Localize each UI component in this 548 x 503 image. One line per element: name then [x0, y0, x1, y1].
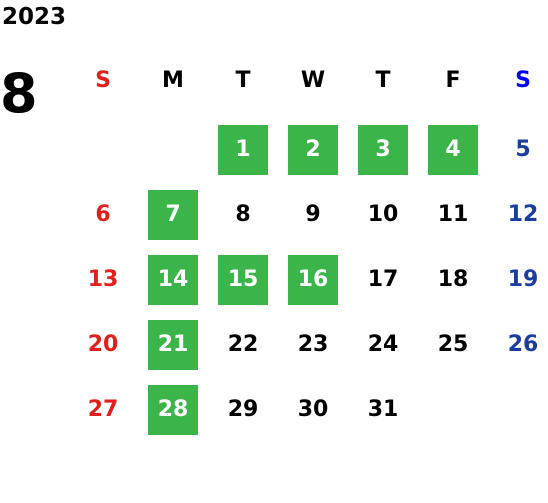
day-cell-highlighted[interactable]: 4 [428, 125, 478, 175]
day-cell[interactable]: 6 [95, 202, 111, 227]
day-cell[interactable]: 30 [297, 397, 329, 422]
day-cell[interactable]: 23 [297, 332, 329, 357]
day-cell-highlighted[interactable]: 3 [358, 125, 408, 175]
weekday-header: T [375, 68, 391, 93]
day-cell-highlighted[interactable]: 2 [288, 125, 338, 175]
day-cell-highlighted[interactable]: 21 [148, 320, 198, 370]
year-label: 2023 [2, 4, 67, 30]
month-number: 8 [0, 62, 38, 125]
day-cell-highlighted[interactable]: 15 [218, 255, 268, 305]
day-cell[interactable]: 13 [87, 267, 119, 292]
day-cell[interactable]: 9 [305, 202, 321, 227]
weekday-header: S [95, 68, 111, 93]
day-cell-highlighted[interactable]: 1 [218, 125, 268, 175]
day-cell[interactable]: 20 [87, 332, 119, 357]
weekday-header: W [300, 68, 326, 93]
day-cell[interactable]: 12 [507, 202, 539, 227]
day-cell[interactable]: 10 [367, 202, 399, 227]
day-cell[interactable]: 18 [437, 267, 469, 292]
day-cell[interactable]: 31 [367, 397, 399, 422]
day-cell-highlighted[interactable]: 16 [288, 255, 338, 305]
day-cell[interactable]: 24 [367, 332, 399, 357]
day-cell-highlighted[interactable]: 7 [148, 190, 198, 240]
weekday-header: T [235, 68, 251, 93]
weekday-header: S [515, 68, 531, 93]
day-cell-highlighted[interactable]: 14 [148, 255, 198, 305]
day-cell[interactable]: 27 [87, 397, 119, 422]
day-cell[interactable]: 29 [227, 397, 259, 422]
day-cell[interactable]: 17 [367, 267, 399, 292]
day-cell[interactable]: 5 [515, 137, 531, 162]
day-cell[interactable]: 22 [227, 332, 259, 357]
weekday-header: M [162, 68, 184, 93]
weekday-header: F [445, 68, 461, 93]
day-cell[interactable]: 26 [507, 332, 539, 357]
day-cell[interactable]: 8 [235, 202, 251, 227]
day-cell-highlighted[interactable]: 28 [148, 385, 198, 435]
day-cell[interactable]: 19 [507, 267, 539, 292]
day-cell[interactable]: 11 [437, 202, 469, 227]
day-cell[interactable]: 25 [437, 332, 469, 357]
